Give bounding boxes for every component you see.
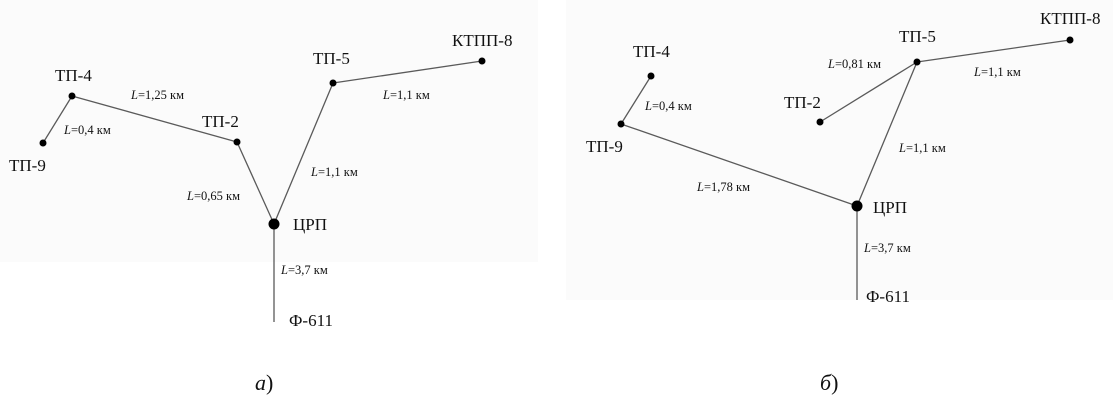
node-a-tp2-dot xyxy=(233,138,241,146)
edge-b-tp4-tp9-label: L=0,4 км xyxy=(644,99,692,113)
diagram-a-background xyxy=(0,0,538,262)
edge-b-tp4-tp9-value: =0,4 км xyxy=(652,99,692,113)
node-a-tp9-dot xyxy=(39,139,47,147)
node-b-tp2-label: ТП-2 xyxy=(784,93,821,112)
edge-b-tp5-ktpp8 xyxy=(916,39,1071,63)
edge-a-tp2-crp xyxy=(236,141,275,225)
edge-a-tp5-crp-value: =1,1 км xyxy=(318,165,358,179)
edge-a-tp4-tp9-symbol: L xyxy=(63,123,71,137)
node-b-tp5-label: ТП-5 xyxy=(899,27,936,46)
edge-b-tp4-tp9 xyxy=(620,75,652,125)
caption-b: б) xyxy=(820,370,838,395)
edge-a-tp4-tp9-label: L=0,4 км xyxy=(63,123,111,137)
edge-a-tp2-crp-label: L=0,65 км xyxy=(186,189,240,203)
node-b-tp5-dot xyxy=(913,58,921,66)
edge-b-tp5-ktpp8-value: =1,1 км xyxy=(981,65,1021,79)
caption-b-paren: ) xyxy=(831,370,838,395)
edge-a-tp5-ktpp8-symbol: L xyxy=(382,88,390,102)
edge-a-tp2-crp-value: =0,65 км xyxy=(194,189,240,203)
node-b-tp2-dot xyxy=(816,118,824,126)
edge-a-crp-f611-label: L=3,7 км xyxy=(280,263,328,277)
edge-a-tp5-crp-symbol: L xyxy=(310,165,318,179)
node-b-tp4-label: ТП-4 xyxy=(633,42,670,61)
edge-b-tp5-ktpp8-symbol: L xyxy=(973,65,981,79)
edge-b-tp5-crp-value: =1,1 км xyxy=(906,141,946,155)
edge-b-tp2-tp5-value: =0,81 км xyxy=(835,57,881,71)
edge-b-tp9-crp xyxy=(620,123,858,207)
node-a-f611-label: Ф-611 xyxy=(289,311,333,330)
edge-b-crp-f611-symbol: L xyxy=(863,241,871,255)
diagram-b-background xyxy=(566,0,1113,300)
edge-b-tp4-tp9-symbol: L xyxy=(644,99,652,113)
edge-b-crp-f611-label: L=3,7 км xyxy=(863,241,911,255)
edge-a-tp5-ktpp8-value: =1,1 км xyxy=(390,88,430,102)
node-a-ktpp8-label: КТПП-8 xyxy=(452,31,512,50)
node-a-tp9-label: ТП-9 xyxy=(9,156,46,175)
edge-b-tp9-crp-label: L=1,78 км xyxy=(696,180,750,194)
edge-a-tp4-tp9 xyxy=(42,95,73,144)
edge-a-tp5-ktpp8 xyxy=(332,60,483,84)
edge-b-tp9-crp-value: =1,78 км xyxy=(704,180,750,194)
node-a-tp5-label: ТП-5 xyxy=(313,49,350,68)
edge-b-crp-f611-value: =3,7 км xyxy=(871,241,911,255)
node-a-ktpp8-dot xyxy=(478,57,486,65)
diagram-b: ТП-4 ТП-9 ТП-2 ТП-5 КТПП-8 ЦРП Ф-611 L=0… xyxy=(586,9,1100,395)
caption-a: а) xyxy=(255,370,273,395)
node-b-crp-label: ЦРП xyxy=(873,198,907,217)
edge-b-tp5-crp xyxy=(856,61,918,207)
edge-b-tp5-ktpp8-label: L=1,1 км xyxy=(973,65,1021,79)
edge-b-tp9-crp-symbol: L xyxy=(696,180,704,194)
node-a-tp2-label: ТП-2 xyxy=(202,112,239,131)
edge-b-tp2-tp5-label: L=0,81 км xyxy=(827,57,881,71)
edge-a-tp4-tp2-label: L=1,25 км xyxy=(130,88,184,102)
node-b-tp4-dot xyxy=(647,72,655,80)
edge-a-tp2-crp-symbol: L xyxy=(186,189,194,203)
edge-a-tp4-tp9-value: =0,4 км xyxy=(71,123,111,137)
node-b-ktpp8-dot xyxy=(1066,36,1074,44)
node-a-crp-label: ЦРП xyxy=(293,215,327,234)
node-a-tp4-label: ТП-4 xyxy=(55,66,92,85)
edge-a-tp5-crp-label: L=1,1 км xyxy=(310,165,358,179)
caption-a-letter: а xyxy=(255,370,266,395)
node-a-tp4-dot xyxy=(68,92,76,100)
edge-a-tp4-tp2-symbol: L xyxy=(130,88,138,102)
edge-a-tp5-ktpp8-label: L=1,1 км xyxy=(382,88,430,102)
node-b-tp9-dot xyxy=(617,120,625,128)
edge-a-tp4-tp2 xyxy=(71,95,238,143)
caption-a-paren: ) xyxy=(266,370,273,395)
node-b-tp9-label: ТП-9 xyxy=(586,137,623,156)
edge-b-tp5-crp-symbol: L xyxy=(898,141,906,155)
caption-b-letter: б xyxy=(820,370,832,395)
diagram-a: ТП-4 ТП-9 ТП-2 ТП-5 КТПП-8 ЦРП Ф-611 L=0… xyxy=(9,31,512,395)
node-b-f611-label: Ф-611 xyxy=(866,287,910,306)
node-b-ktpp8-label: КТПП-8 xyxy=(1040,9,1100,28)
edge-b-tp2-tp5 xyxy=(819,61,918,123)
node-b-crp-dot xyxy=(851,200,863,212)
node-a-tp5-dot xyxy=(329,79,337,87)
edge-a-crp-f611-value: =3,7 км xyxy=(288,263,328,277)
edge-a-crp-f611-symbol: L xyxy=(280,263,288,277)
edge-b-tp5-crp-label: L=1,1 км xyxy=(898,141,946,155)
edge-b-tp2-tp5-symbol: L xyxy=(827,57,835,71)
node-a-crp-dot xyxy=(268,218,280,230)
edge-a-tp4-tp2-value: =1,25 км xyxy=(138,88,184,102)
edge-a-tp5-crp xyxy=(273,82,334,225)
